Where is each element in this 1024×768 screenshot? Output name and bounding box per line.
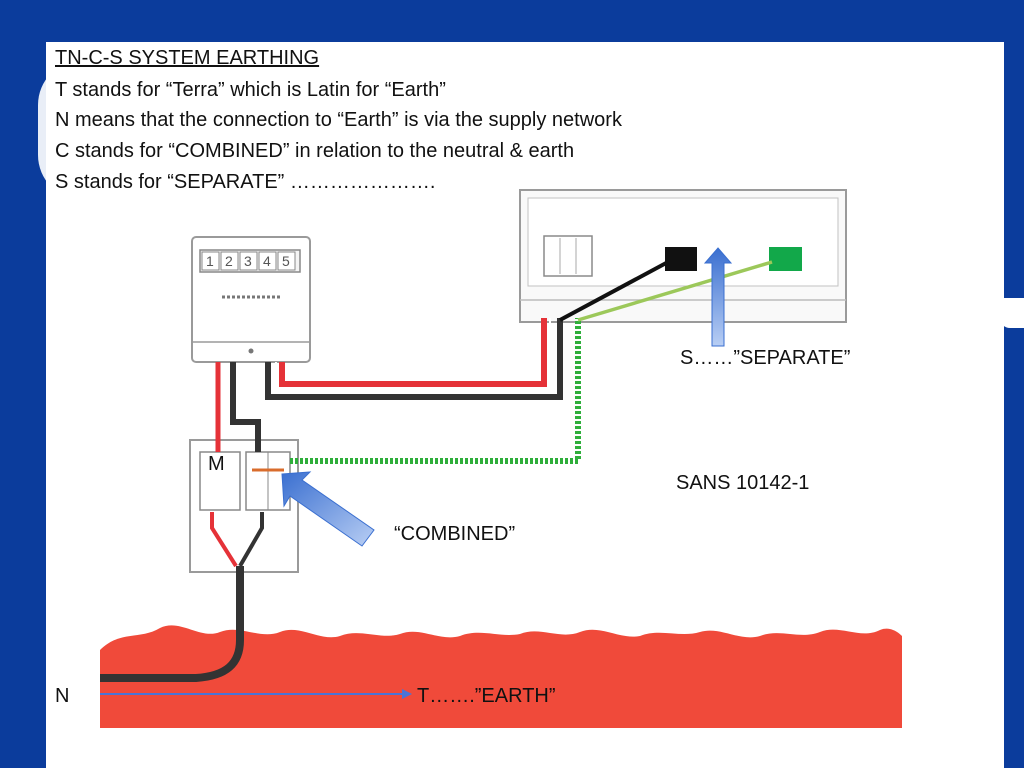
- neutral-wire-meter-down: [230, 362, 261, 452]
- meter-digit-2: 2: [225, 253, 233, 269]
- meter-digit-5: 5: [282, 253, 290, 269]
- earth-wire-internal: [577, 260, 773, 322]
- breaker-switch: [543, 235, 593, 277]
- text-line-separate: S stands for “SEPARATE” ………………….: [55, 171, 436, 193]
- neutral-wire-to-board: [265, 318, 563, 400]
- label-main-switch: M: [208, 453, 225, 475]
- separate-arrow: [703, 247, 733, 347]
- live-wire-outline: [275, 318, 551, 391]
- label-earth: T…….”EARTH”: [417, 685, 556, 707]
- neutral-wire-internal: [559, 260, 669, 322]
- text-line-neutral-network: N means that the connection to “Earth” i…: [55, 109, 622, 131]
- text-line-terra: T stands for “Terra” which is Latin for …: [55, 79, 446, 101]
- meter-indicator: [248, 348, 254, 354]
- meter-digit-1: 1: [206, 253, 214, 269]
- live-wire-to-board: [279, 318, 547, 387]
- combined-arrow: [281, 471, 375, 547]
- earth-terminal-green: [769, 247, 802, 271]
- meter-digit-4: 4: [263, 253, 271, 269]
- meter-digit-3: 3: [244, 253, 252, 269]
- text-line-combined: C stands for “COMBINED” in relation to t…: [55, 140, 575, 162]
- supply-cable-red: [210, 512, 238, 568]
- label-standard: SANS 10142-1: [676, 472, 810, 494]
- meter-digit-cells: [201, 251, 296, 271]
- slide-title: TN-C-S SYSTEM EARTHING: [55, 47, 320, 69]
- supply-cable-underground: [100, 566, 244, 682]
- label-combined: “COMBINED”: [394, 523, 516, 545]
- earth-wire-dotted: [290, 318, 581, 464]
- supply-cable-neutral: [238, 512, 264, 568]
- label-separate: S……”SEPARATE”: [680, 347, 851, 369]
- earth-arrow-head: [402, 689, 412, 699]
- neutral-terminal-black: [665, 247, 697, 271]
- ground-earth: [100, 625, 902, 728]
- background-decoration-tab: [1000, 298, 1024, 328]
- main-switch: [199, 451, 241, 511]
- label-neutral: N: [55, 685, 70, 707]
